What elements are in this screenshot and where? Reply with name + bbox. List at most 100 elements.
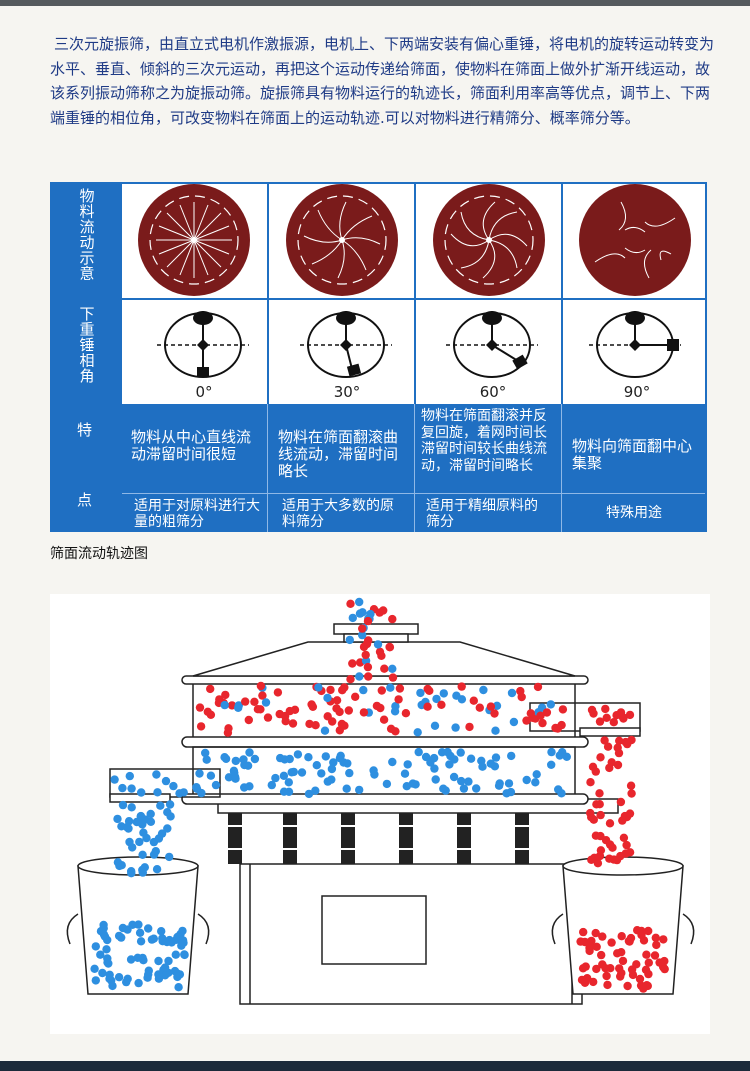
material-ball xyxy=(624,936,634,946)
material-ball xyxy=(231,774,240,783)
material-ball xyxy=(348,659,357,668)
material-ball xyxy=(144,970,153,979)
material-ball xyxy=(138,850,147,859)
material-ball xyxy=(363,662,373,672)
material-ball xyxy=(134,978,143,988)
material-ball xyxy=(580,978,590,987)
material-ball xyxy=(416,688,425,698)
material-ball xyxy=(165,852,174,862)
material-ball xyxy=(377,651,386,660)
material-ball xyxy=(377,686,386,695)
material-ball xyxy=(152,770,161,779)
material-ball xyxy=(102,945,111,954)
feature-text-0: 物料从中心直线流动滞留时间很短 xyxy=(131,428,252,463)
material-ball xyxy=(276,753,285,763)
material-ball xyxy=(536,711,545,720)
material-ball xyxy=(137,788,146,797)
material-ball xyxy=(253,705,263,714)
material-ball xyxy=(596,831,605,841)
material-ball xyxy=(591,928,600,938)
material-ball xyxy=(394,695,403,704)
material-ball xyxy=(625,710,635,720)
material-ball xyxy=(626,781,636,790)
material-ball xyxy=(135,928,145,937)
material-ball xyxy=(605,854,614,863)
material-ball xyxy=(346,675,355,684)
material-ball xyxy=(140,863,149,872)
flow-diagrams xyxy=(138,184,691,378)
material-ball xyxy=(114,973,124,982)
material-ball xyxy=(244,715,253,725)
col-divider-3 xyxy=(561,404,562,532)
material-ball xyxy=(423,702,432,711)
material-ball xyxy=(110,775,119,784)
material-ball xyxy=(605,819,615,828)
material-ball xyxy=(164,956,173,966)
material-ball xyxy=(126,955,136,964)
material-ball xyxy=(465,722,474,732)
intro-paragraph: 三次元旋振筛，由直立式电机作激振源，电机上、下两端安装有偏心重锤，将电机的旋转运… xyxy=(50,35,715,127)
material-ball xyxy=(522,775,531,785)
material-ball xyxy=(358,624,367,633)
material-ball xyxy=(616,708,626,717)
material-ball xyxy=(449,772,459,782)
material-ball xyxy=(108,981,117,991)
material-ball xyxy=(103,954,112,963)
top-bar xyxy=(0,0,750,6)
material-ball xyxy=(623,981,632,991)
row-label-angle: 下重锤相角 xyxy=(77,306,96,384)
material-ball xyxy=(346,599,355,608)
flow-table: 物料流动示意 下重锤相角 特点 特 点 xyxy=(50,182,707,532)
material-ball xyxy=(338,686,347,695)
material-ball xyxy=(644,969,653,979)
material-ball xyxy=(364,672,373,681)
angle-label-3: 90° xyxy=(623,383,651,401)
col-divider-2 xyxy=(414,404,415,532)
material-ball xyxy=(90,964,99,973)
material-ball xyxy=(220,700,229,710)
material-ball xyxy=(603,980,612,990)
material-ball xyxy=(615,964,624,973)
material-ball xyxy=(613,949,622,958)
material-ball xyxy=(437,700,446,709)
material-ball xyxy=(245,782,254,791)
material-ball xyxy=(423,684,432,694)
material-ball xyxy=(479,685,488,695)
material-ball xyxy=(122,823,132,832)
material-ball xyxy=(490,709,499,718)
material-ball xyxy=(602,713,611,722)
material-ball xyxy=(533,682,543,692)
material-ball xyxy=(522,716,531,725)
material-ball xyxy=(311,721,320,730)
material-ball xyxy=(395,684,405,693)
material-ball xyxy=(332,696,342,705)
use-text-1: 适用于大多数的原料筛分 xyxy=(282,498,394,530)
material-ball xyxy=(163,824,172,833)
material-ball xyxy=(557,789,566,798)
material-ball xyxy=(361,650,370,660)
material-ball xyxy=(627,789,636,798)
material-ball xyxy=(195,769,204,778)
material-ball xyxy=(547,747,556,757)
material-ball xyxy=(660,964,669,974)
material-ball xyxy=(332,704,341,713)
material-ball xyxy=(127,803,136,812)
material-ball xyxy=(345,768,354,778)
material-ball xyxy=(492,701,502,710)
material-ball xyxy=(616,797,626,807)
material-ball xyxy=(91,976,100,985)
feature-divider xyxy=(122,493,705,494)
material-ball xyxy=(593,859,603,868)
material-ball xyxy=(358,630,367,640)
material-ball xyxy=(400,769,410,778)
material-ball xyxy=(163,808,172,817)
bottom-bar xyxy=(0,1061,750,1071)
material-ball xyxy=(165,800,175,809)
material-ball xyxy=(161,776,171,786)
material-ball xyxy=(256,681,266,691)
material-ball xyxy=(271,773,280,783)
material-ball xyxy=(127,784,136,793)
material-ball xyxy=(279,787,289,796)
material-ball xyxy=(430,721,440,730)
circular-screen-flow-icon xyxy=(138,184,250,296)
